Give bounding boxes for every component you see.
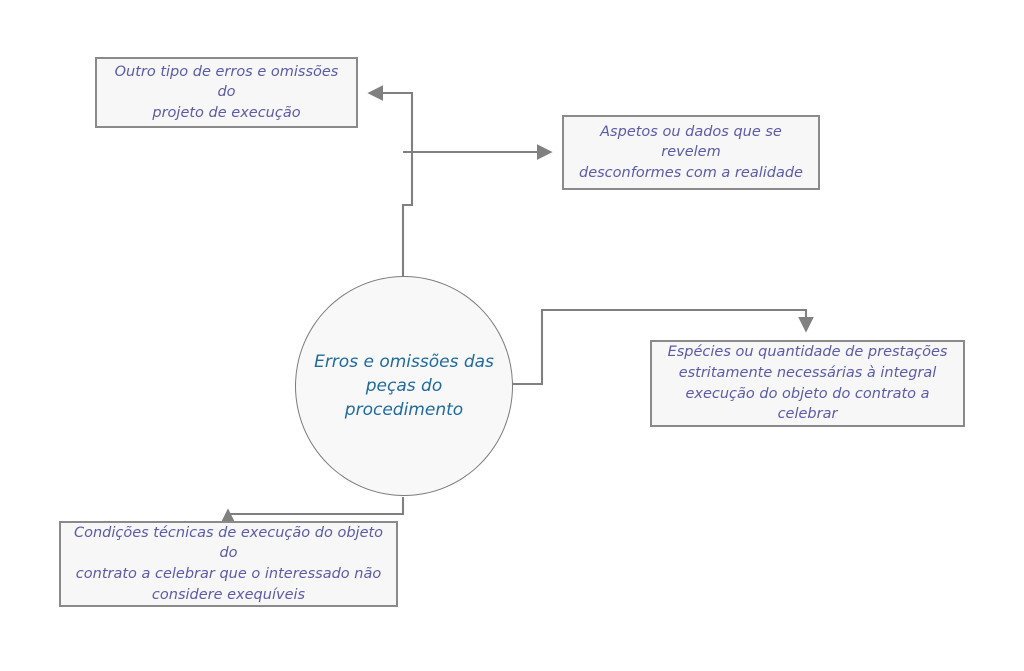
connector-center-to-condicoes	[220, 497, 405, 525]
node-outro-tipo-erros[interactable]: Outro tipo de erros e omissões do projet…	[95, 57, 358, 128]
node-center-label: Erros e omissões das peças do procedimen…	[314, 351, 494, 421]
node-especies-quantidade[interactable]: Espécies ou quantidade de prestações est…	[650, 340, 965, 427]
connector-center-to-outro	[367, 85, 414, 276]
node-label: Aspetos ou dados que se revelem desconfo…	[579, 123, 803, 181]
node-center-erros-omissoes[interactable]: Erros e omissões das peças do procedimen…	[295, 276, 513, 496]
node-label: Condições técnicas de execução do objeto…	[73, 524, 384, 603]
node-aspetos-dados[interactable]: Aspetos ou dados que se revelem desconfo…	[562, 115, 820, 190]
node-label: Outro tipo de erros e omissões do projet…	[114, 63, 339, 121]
node-condicoes-tecnicas[interactable]: Condições técnicas de execução do objeto…	[59, 521, 398, 607]
connector-center-to-especies	[512, 308, 814, 386]
node-label: Espécies ou quantidade de prestações est…	[667, 344, 948, 423]
